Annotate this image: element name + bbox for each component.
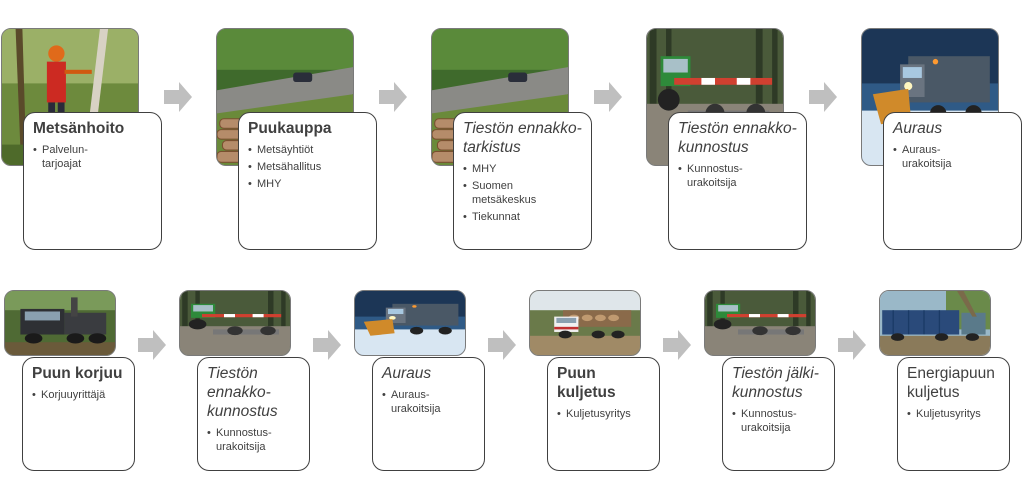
step-actor: Tiekunnat (463, 210, 583, 224)
road-grader-photo (179, 290, 291, 356)
step-card: Tiestön ennakko- tarkistusMHY Suomen mets… (453, 112, 592, 250)
flow-arrow-icon (488, 330, 516, 360)
step-actor: Korjuuyrittäjä (32, 388, 126, 402)
flow-arrow-icon (663, 330, 691, 360)
step-actor: Metsähallitus (248, 160, 368, 174)
step-card: AurausAuraus- urakoitsija (883, 112, 1022, 250)
step-card: Tiestön ennakko- kunnostusKunnostus- ura… (197, 357, 310, 471)
step-card: Tiestön jälki- kunnostusKunnostus- urako… (722, 357, 835, 471)
energy-wood-truck-photo (879, 290, 991, 356)
step-title: Tiestön ennakko- kunnostus (207, 365, 278, 420)
step-actor: Kuljetusyritys (907, 407, 1001, 421)
step-actor-list: Kunnostus- urakoitsija (678, 162, 798, 190)
step-actor: MHY (463, 162, 583, 176)
step-actor: Kuljetusyritys (557, 407, 651, 421)
step-actor: Auraus- urakoitsija (382, 388, 476, 416)
step-actor: Kunnostus- urakoitsija (732, 407, 826, 435)
step-actor: Kunnostus- urakoitsija (207, 426, 301, 454)
step-actor-list: Kunnostus- urakoitsija (207, 426, 301, 454)
step-actor-list: Kuljetusyritys (907, 407, 1001, 421)
step-actor-list: Palvelun- tarjoajat (33, 143, 153, 171)
flow-arrow-icon (594, 82, 622, 112)
step-title: Puun korjuu (32, 365, 123, 382)
step-title: Tiestön ennakko- kunnostus (678, 120, 797, 156)
step-actor-list: Kuljetusyritys (557, 407, 651, 421)
step-actor-list: Auraus- urakoitsija (893, 143, 1013, 171)
flow-arrow-icon (838, 330, 866, 360)
step-actor: Kunnostus- urakoitsija (678, 162, 798, 190)
snow-plow-photo (354, 290, 466, 356)
step-actor: Suomen metsäkeskus (463, 179, 583, 207)
step-title: Auraus (893, 120, 943, 137)
step-actor-list: Kunnostus- urakoitsija (732, 407, 826, 435)
step-actor-list: Korjuuyrittäjä (32, 388, 126, 402)
step-card: MetsänhoitoPalvelun- tarjoajat (23, 112, 162, 250)
flow-arrow-icon (809, 82, 837, 112)
step-title: Energiapuun kuljetus (907, 365, 995, 401)
step-actor-list: MHY Suomen metsäkeskusTiekunnat (463, 162, 583, 224)
step-card: Energiapuun kuljetusKuljetusyritys (897, 357, 1010, 471)
step-title: Tiestön jälki- kunnostus (732, 365, 819, 401)
flow-arrow-icon (313, 330, 341, 360)
step-actor: Auraus- urakoitsija (893, 143, 1013, 171)
step-title: Puukauppa (248, 120, 332, 137)
timber-truck-photo (529, 290, 641, 356)
step-card: Puun korjuuKorjuuyrittäjä (22, 357, 135, 471)
flow-arrow-icon (138, 330, 166, 360)
flow-arrow-icon (164, 82, 192, 112)
step-card: Tiestön ennakko- kunnostusKunnostus- ura… (668, 112, 807, 250)
step-actor: Metsäyhtiöt (248, 143, 368, 157)
step-title: Tiestön ennakko- tarkistus (463, 120, 582, 156)
flow-arrow-icon (379, 82, 407, 112)
step-card: Puun kuljetusKuljetusyritys (547, 357, 660, 471)
step-card: PuukauppaMetsäyhtiötMetsähallitusMHY (238, 112, 377, 250)
step-title: Metsänhoito (33, 120, 125, 137)
step-actor: Palvelun- tarjoajat (33, 143, 153, 171)
step-title: Puun kuljetus (557, 365, 616, 401)
harvester-photo (4, 290, 116, 356)
step-actor-list: MetsäyhtiötMetsähallitusMHY (248, 143, 368, 191)
step-actor-list: Auraus- urakoitsija (382, 388, 476, 416)
step-actor: MHY (248, 177, 368, 191)
step-card: AurausAuraus- urakoitsija (372, 357, 485, 471)
road-grader-photo (704, 290, 816, 356)
step-title: Auraus (382, 365, 432, 382)
